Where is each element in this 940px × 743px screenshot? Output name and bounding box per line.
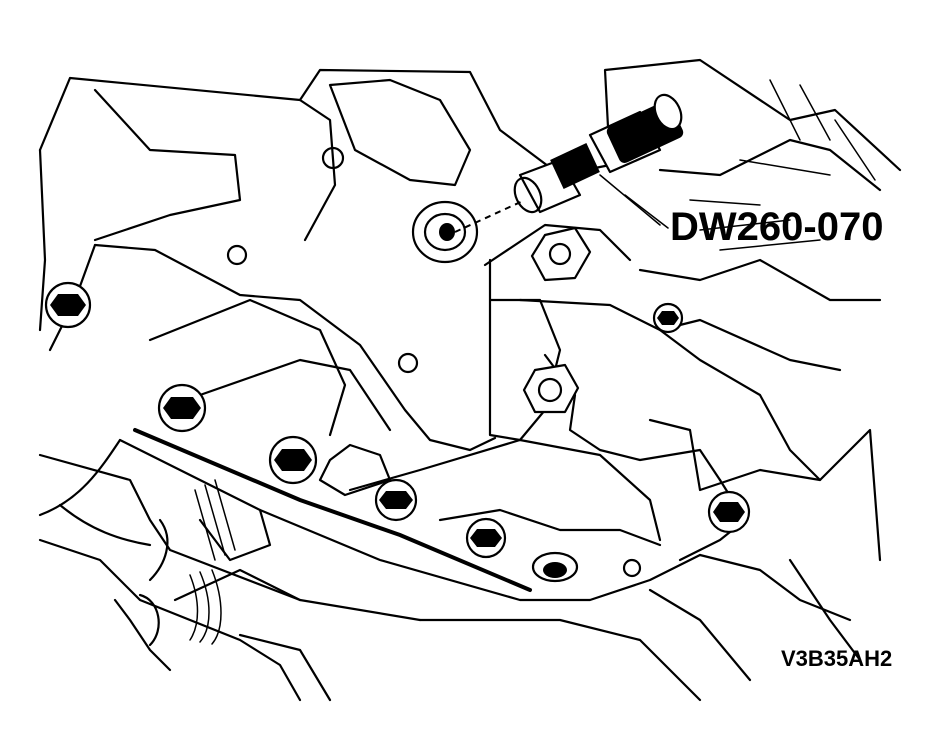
housing-bolts bbox=[522, 226, 592, 414]
housing-bolt bbox=[530, 226, 592, 282]
figure-id-label: V3B35AH2 bbox=[781, 646, 893, 671]
special-tool-dw260-070 bbox=[513, 93, 684, 226]
drive-axle bbox=[38, 438, 862, 702]
pan-bolt bbox=[707, 490, 751, 534]
callout-leader bbox=[624, 194, 669, 229]
pan-bolt bbox=[44, 281, 92, 329]
oil-pan bbox=[118, 428, 702, 602]
pan-bolt bbox=[157, 383, 207, 433]
pan-bolt bbox=[268, 435, 318, 485]
pan-bolt bbox=[652, 302, 684, 334]
pan-bolt bbox=[374, 478, 418, 522]
pan-bolts bbox=[44, 281, 751, 559]
drain-plug bbox=[531, 551, 642, 583]
tool-alignment-line bbox=[454, 199, 526, 233]
tool-callout-label: DW260-070 bbox=[670, 205, 884, 249]
transaxle-housing bbox=[38, 58, 902, 562]
pan-bolt bbox=[465, 517, 507, 559]
fill-plug-bore bbox=[411, 200, 479, 264]
housing-bolt bbox=[522, 363, 580, 414]
